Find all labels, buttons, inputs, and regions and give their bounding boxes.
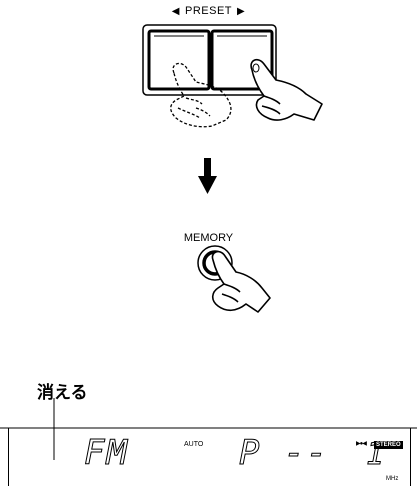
memory-label: MEMORY (183, 232, 234, 244)
memory-pressing-hand-icon (211, 250, 271, 313)
preset-down-button[interactable] (147, 29, 211, 91)
auto-indicator: AUTO (184, 441, 204, 448)
band-segment-display: FM (84, 433, 129, 474)
dashed-hand-icon (170, 62, 232, 128)
frequency-unit-label: MHz (386, 476, 399, 482)
preset-label: ◀ PRESET ▶ (0, 5, 417, 17)
preset-left-arrow-icon: ◀ (171, 6, 180, 17)
preset-segment-display: P -- (239, 433, 329, 474)
preset-right-arrow-icon: ▶ (237, 6, 246, 17)
preset-label-text: PRESET (184, 5, 232, 17)
pressing-hand-icon (250, 58, 323, 121)
stereo-indicator: STEREO (374, 441, 403, 449)
display-panel (0, 427, 417, 486)
erase-label: 消える (37, 383, 88, 403)
play-indicator-icon: ▶●◀ (356, 441, 367, 447)
down-arrow-icon (198, 158, 217, 194)
